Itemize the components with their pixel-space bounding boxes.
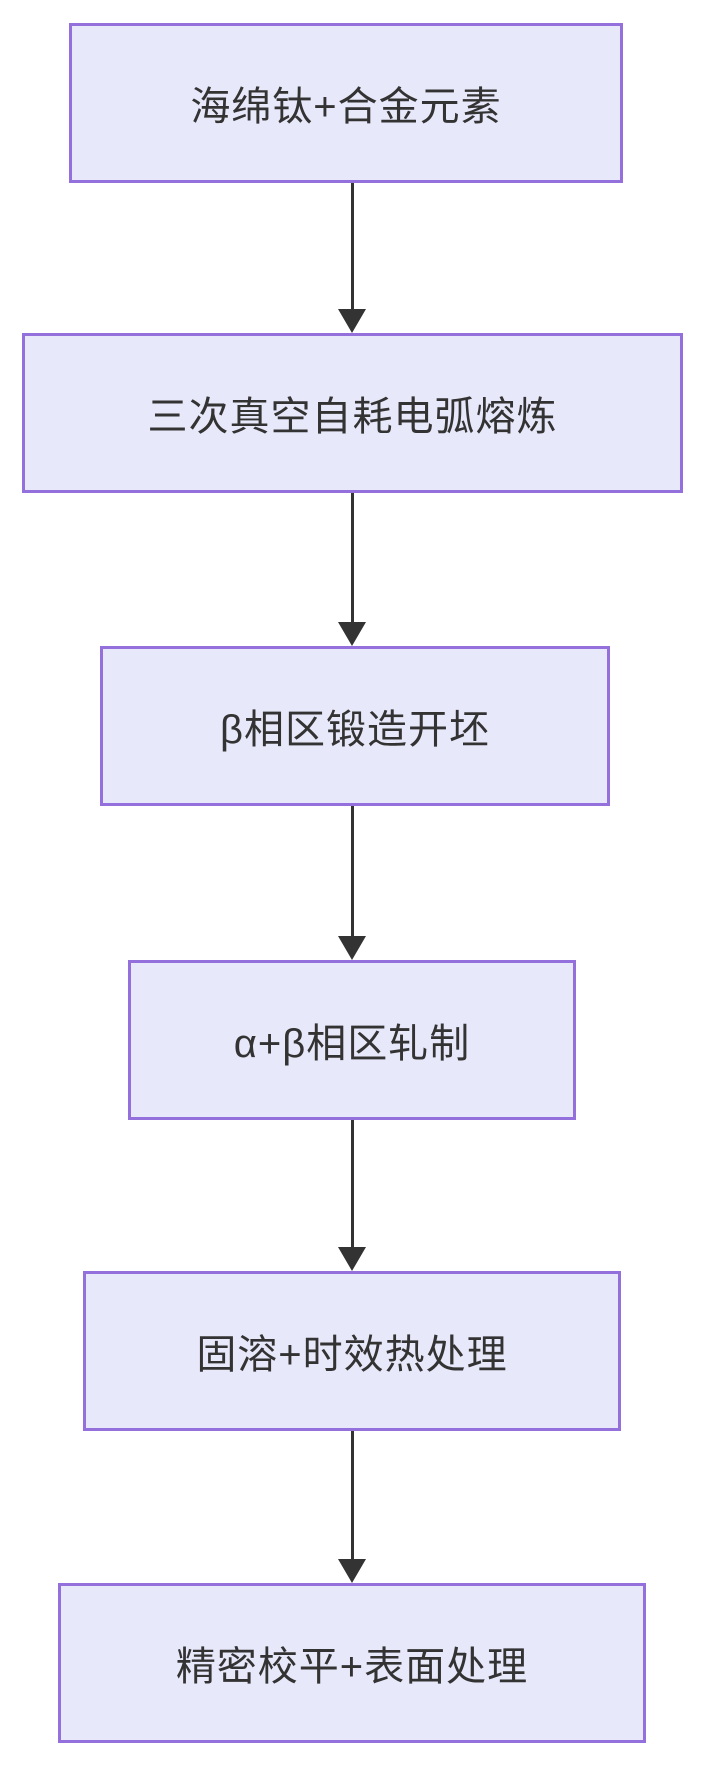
flow-node-label: 固溶+时效热处理 — [196, 1333, 508, 1377]
flow-node-raw-material: 海绵钛+合金元素 — [69, 23, 623, 183]
flow-node-leveling-surface-treatment: 精密校平+表面处理 — [58, 1583, 646, 1743]
flow-arrow-5 — [338, 1431, 366, 1583]
flow-arrow-1 — [338, 183, 366, 333]
flow-node-alpha-beta-rolling: α+β相区轧制 — [128, 960, 576, 1120]
flow-node-label: 精密校平+表面处理 — [175, 1645, 529, 1689]
flow-node-vacuum-arc-melting: 三次真空自耗电弧熔炼 — [22, 333, 683, 493]
arrowhead-down-icon — [338, 622, 366, 646]
flow-node-label: 海绵钛+合金元素 — [190, 85, 502, 129]
arrowhead-down-icon — [338, 1559, 366, 1583]
arrowhead-down-icon — [338, 936, 366, 960]
flow-arrow-2 — [338, 493, 366, 646]
arrowhead-down-icon — [338, 1247, 366, 1271]
flow-node-label: 三次真空自耗电弧熔炼 — [147, 395, 558, 439]
arrow-shaft — [350, 1120, 354, 1249]
arrow-shaft — [350, 493, 354, 624]
arrow-shaft — [350, 806, 354, 938]
flow-arrow-4 — [338, 1120, 366, 1271]
flow-arrow-3 — [338, 806, 366, 960]
flow-node-label: β相区锻造开坯 — [219, 708, 490, 752]
arrowhead-down-icon — [338, 309, 366, 333]
arrow-shaft — [350, 1431, 354, 1561]
flow-node-beta-forging: β相区锻造开坯 — [100, 646, 610, 806]
flow-node-label: α+β相区轧制 — [233, 1022, 471, 1066]
flow-node-heat-treatment: 固溶+时效热处理 — [83, 1271, 621, 1431]
arrow-shaft — [350, 183, 354, 311]
